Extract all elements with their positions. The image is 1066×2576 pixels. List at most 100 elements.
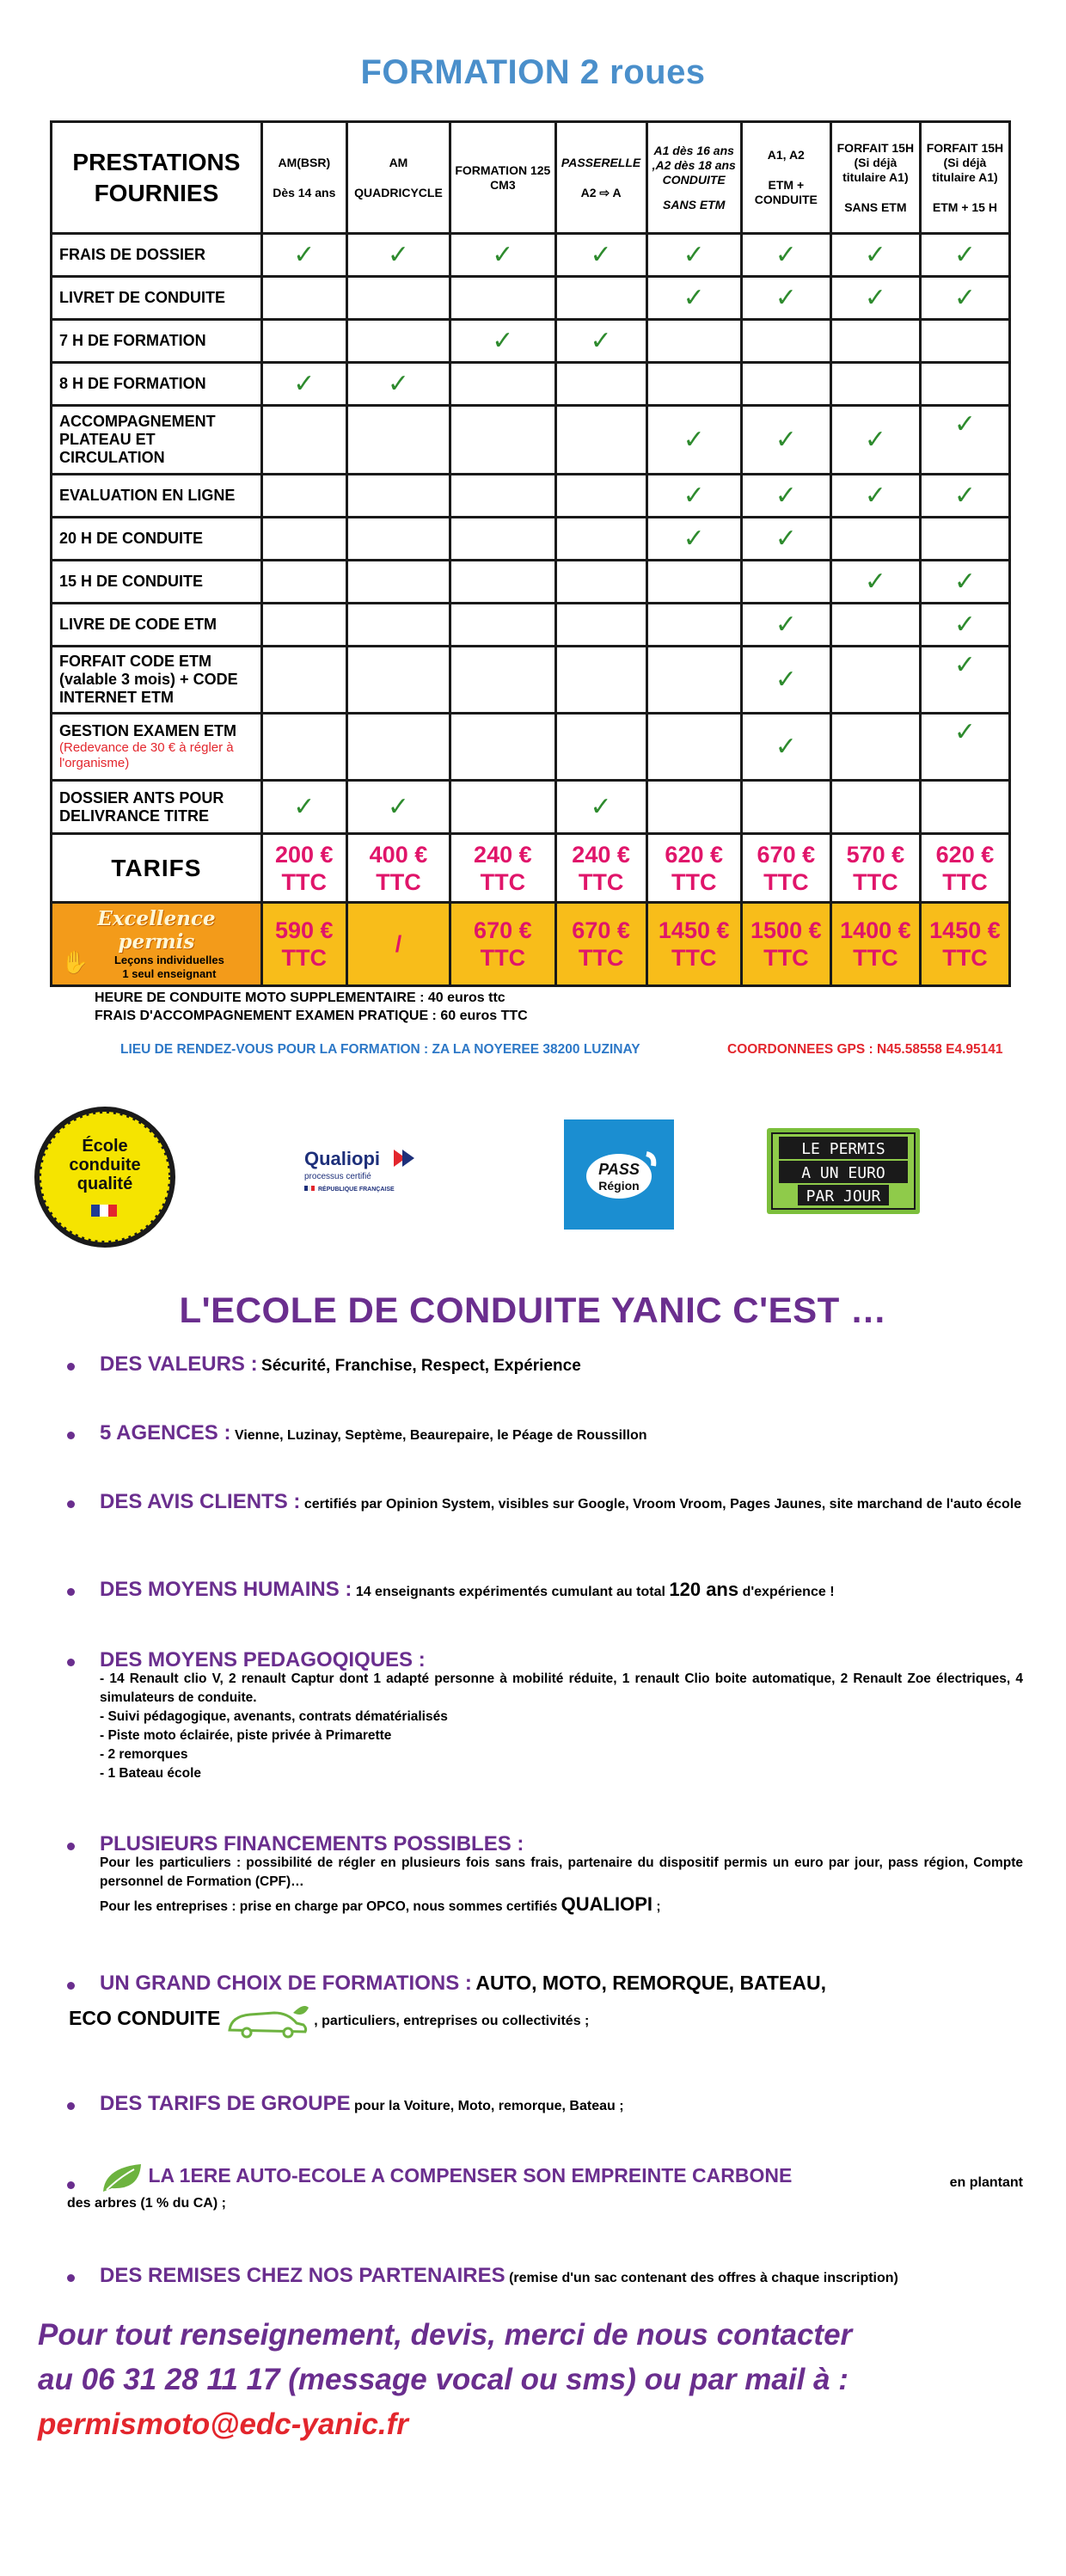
- excellence-price-cell: 1500 € TTC: [739, 901, 832, 987]
- table-cell: ✓: [645, 275, 743, 321]
- table-cell: [739, 779, 832, 835]
- table-cell: ✓: [739, 275, 832, 321]
- moyens-pedagogiques-heading: DES MOYENS PEDAGOQIQUES :: [100, 1648, 426, 1671]
- table-row: LIVRET DE CONDUITE✓✓✓✓: [50, 275, 1012, 321]
- table-cell: [449, 602, 557, 647]
- price-cell: 200 € TTC: [260, 832, 348, 904]
- excellence-price-cell: /: [345, 901, 452, 987]
- column-header-forfait-15h-sans-etm: FORFAIT 15H (Si déjà titulaire A1)SANS E…: [829, 120, 922, 235]
- checkmark-icon: ✓: [775, 665, 797, 694]
- moyens-humains-years: 120 ans: [669, 1579, 739, 1600]
- table-cell: [345, 318, 452, 364]
- table-cell: [554, 473, 648, 518]
- table-cell: [260, 473, 348, 518]
- eco-conduite-label: ECO CONDUITE: [69, 2007, 221, 2030]
- row-label-text: EVALUATION EN LIGNE: [59, 487, 236, 504]
- table-row: FORFAIT CODE ETM (valable 3 mois) + CODE…: [50, 645, 1012, 715]
- ecole-logo-line3: qualité: [77, 1175, 132, 1193]
- row-label: ACCOMPAGNEMENT PLATEAU ET CIRCULATION: [50, 404, 263, 475]
- qualiopi-text: Qualiopi: [304, 1148, 380, 1169]
- table-cell: [260, 516, 348, 561]
- row-label: 15 H DE CONDUITE: [50, 559, 263, 604]
- table-cell: [449, 559, 557, 604]
- checkmark-icon: ✓: [683, 425, 705, 454]
- table-cell: [449, 779, 557, 835]
- bullet-icon: [67, 1588, 75, 1596]
- pass-logo-line1: PASS: [598, 1161, 640, 1178]
- table-cell: ✓: [918, 404, 1012, 475]
- table-cell: [449, 275, 557, 321]
- formations-heading: UN GRAND CHOIX DE FORMATIONS :: [100, 1972, 472, 1995]
- table-cell: [554, 559, 648, 604]
- row-label: EVALUATION EN LIGNE: [50, 473, 263, 518]
- agences-heading: 5 AGENCES :: [100, 1421, 231, 1444]
- table-cell: ✓: [918, 232, 1012, 278]
- excellence-sub1: Leçons individuelles: [113, 954, 224, 966]
- row-label-text: 7 H DE FORMATION: [59, 332, 206, 349]
- table-row: 7 H DE FORMATION ✓ ✓: [50, 318, 1012, 364]
- checkmark-icon: ✓: [953, 240, 977, 269]
- table-cell: [449, 645, 557, 715]
- table-cell: ✓: [260, 232, 348, 278]
- qualiopi-republique: RÉPUBLIQUE FRANÇAISE: [318, 1185, 395, 1193]
- checkmark-icon: ✓: [492, 240, 514, 269]
- excellence-price-cell: 1450 € TTC: [918, 901, 1012, 987]
- gps-coordinates: COORDONNEES GPS : N45.58558 E4.95141: [727, 1042, 1003, 1057]
- excellence-sub2: 1 seul enseignant: [122, 967, 217, 980]
- excellence-price-cell: 1450 € TTC: [645, 901, 743, 987]
- meeting-location: LIEU DE RENDEZ-VOUS POUR LA FORMATION : …: [120, 1042, 640, 1057]
- table-cell: ✓: [645, 404, 743, 475]
- table-cell: ✓: [449, 318, 557, 364]
- table-cell: ✓: [645, 473, 743, 518]
- table-cell: ✓: [918, 645, 1012, 715]
- price-cell: 620 € TTC: [918, 832, 1012, 904]
- valeurs-text: Sécurité, Franchise, Respect, Expérience: [261, 1357, 581, 1375]
- checkmark-icon: ✓: [953, 718, 977, 746]
- table-cell: [918, 318, 1012, 364]
- price-cell: 400 € TTC: [345, 832, 452, 904]
- bullet-icon: [67, 1432, 75, 1439]
- table-cell: ✓: [829, 559, 922, 604]
- table-cell: [645, 602, 743, 647]
- row-label: DOSSIER ANTS POUR DELIVRANCE TITRE: [50, 779, 263, 835]
- table-cell: [829, 361, 922, 407]
- table-cell: [345, 516, 452, 561]
- checkmark-icon: ✓: [953, 283, 977, 312]
- table-cell: ✓: [918, 275, 1012, 321]
- checkmark-icon: ✓: [864, 567, 886, 596]
- table-cell: [645, 712, 743, 782]
- tarifs-groupe-text: pour la Voiture, Moto, remorque, Bateau …: [354, 2099, 624, 2113]
- table-cell: [345, 602, 452, 647]
- qualiopi-subtitle: processus certifié: [304, 1172, 371, 1181]
- table-cell: [260, 559, 348, 604]
- pass-region-logo: PASS Région: [564, 1119, 674, 1230]
- row-label-text: LIVRET DE CONDUITE: [59, 289, 226, 306]
- empreinte-carbone-heading: LA 1ERE AUTO-ECOLE A COMPENSER SON EMPRE…: [148, 2164, 793, 2187]
- table-cell: [829, 779, 922, 835]
- supplementary-fees: HEURE DE CONDUITE MOTO SUPPLEMENTAIRE : …: [95, 989, 528, 1025]
- permis-logo-line1: LE PERMIS: [801, 1140, 885, 1158]
- table-cell: ✓: [645, 232, 743, 278]
- table-row: DOSSIER ANTS POUR DELIVRANCE TITRE✓✓✓: [50, 779, 1012, 835]
- avis-heading: DES AVIS CLIENTS :: [100, 1490, 301, 1513]
- contact-line2: au 06 31 28 11 17 (message vocal ou sms)…: [38, 2363, 849, 2396]
- row-label: FRAIS DE DOSSIER: [50, 232, 263, 278]
- table-cell: ✓: [739, 404, 832, 475]
- table-cell: ✓: [554, 232, 648, 278]
- checkmark-icon: ✓: [590, 326, 612, 355]
- contact-email-link[interactable]: permismoto@edc-yanic.fr: [38, 2407, 408, 2441]
- checkmark-icon: ✓: [492, 326, 514, 355]
- page-title: FORMATION 2 roues: [360, 53, 706, 91]
- table-cell: [829, 318, 922, 364]
- table-cell: [829, 602, 922, 647]
- price-cell: 570 € TTC: [829, 832, 922, 904]
- table-cell: ✓: [829, 275, 922, 321]
- bullet-icon: [67, 2102, 75, 2110]
- qualiopi-logo: Qualiopi processus certifié RÉPUBLIQUE F…: [304, 1148, 414, 1193]
- checkmark-icon: ✓: [953, 610, 977, 639]
- table-row: ACCOMPAGNEMENT PLATEAU ET CIRCULATION ✓ ✓ ✓…: [50, 404, 1012, 475]
